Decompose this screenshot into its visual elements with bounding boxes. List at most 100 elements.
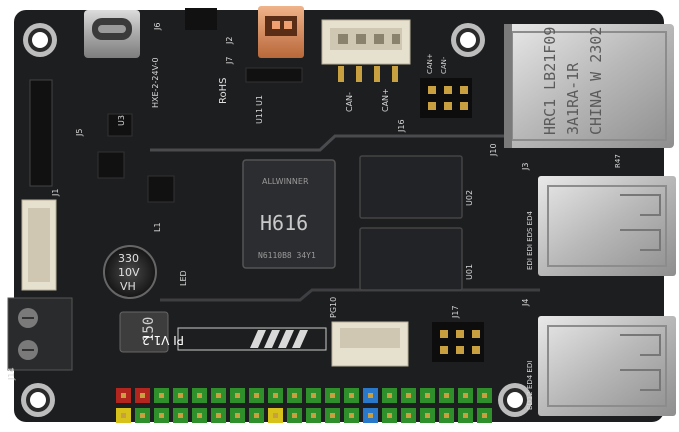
microsd-slot xyxy=(29,79,53,187)
inductor xyxy=(119,311,169,353)
gpio-pin-tip xyxy=(121,393,126,398)
gpio-pin-tip xyxy=(292,393,297,398)
silk-j5: J5 xyxy=(75,129,84,137)
gpio-pin-tip xyxy=(425,393,430,398)
gpio-pin-tip xyxy=(406,393,411,398)
gpio-pin-tip xyxy=(330,413,335,418)
soc-code: N6110B8 34Y1 xyxy=(258,251,316,260)
jst-connector-bottom xyxy=(331,321,409,367)
ic-left-3 xyxy=(107,113,133,137)
gpio-pin-tip xyxy=(159,413,164,418)
gpio-pin-tip xyxy=(482,413,487,418)
gpio-pin-tip xyxy=(444,413,449,418)
cap-line-1: 330 xyxy=(118,252,139,265)
gpio-pin-tip xyxy=(292,413,297,418)
mounting-hole-bl xyxy=(21,383,55,417)
jst-connector-left xyxy=(21,199,57,291)
mounting-hole-tl xyxy=(23,23,57,57)
gpio-pin-tip xyxy=(140,393,145,398)
silk-can-l: CAN- xyxy=(345,92,354,112)
silk-can-l-top: CAN- xyxy=(440,56,448,74)
mounting-hole-tr xyxy=(451,23,485,57)
silk-j16: J16 xyxy=(397,119,406,133)
silk-u02: U02 xyxy=(465,190,474,206)
gpio-pin-tip xyxy=(216,413,221,418)
gpio-pin-tip xyxy=(406,413,411,418)
dram-chip-2 xyxy=(359,227,463,291)
ethernet-line-1: HRC1 LB21F09 xyxy=(541,27,559,135)
gpio-pin-tip xyxy=(311,393,316,398)
gpio-pin-tip xyxy=(387,393,392,398)
silk-fw: HXE-2-24V-0 xyxy=(151,57,160,108)
silk-j6: J6 xyxy=(153,23,162,31)
pcb xyxy=(14,10,664,422)
gpio-pin-tip xyxy=(197,413,202,418)
gpio-pin-tip xyxy=(235,393,240,398)
header-j16 xyxy=(420,78,472,118)
ethernet-jack xyxy=(504,24,674,148)
gpio-pin-tip xyxy=(311,413,316,418)
ethernet-line-2: 3A1RA-1R xyxy=(564,62,582,135)
silk-j2: J2 xyxy=(225,37,234,45)
silk-can-h: CAN+ xyxy=(381,88,390,112)
cap-line-2: 10V xyxy=(118,266,140,279)
silk-rohs: RoHS xyxy=(218,78,229,104)
silk-u1: U1 xyxy=(255,95,264,106)
decor-stripe xyxy=(150,134,540,152)
silk-r47: R47 xyxy=(614,154,622,168)
gpio-pin-tip xyxy=(254,393,259,398)
gpio-pin-tip xyxy=(368,393,373,398)
gpio-pin-tip xyxy=(463,393,468,398)
gpio-pin-tip xyxy=(178,413,183,418)
mounting-hole-br xyxy=(498,383,532,417)
dram-chip-1 xyxy=(359,155,463,219)
gpio-pin-tip xyxy=(273,393,278,398)
soc-brand: ALLWINNER xyxy=(262,177,309,186)
silk-j7: J7 xyxy=(225,57,234,65)
gpio-header xyxy=(116,388,492,423)
version-text: PI V1.2 xyxy=(142,333,184,347)
gpio-pin-tip xyxy=(349,413,354,418)
can-connector xyxy=(321,19,411,65)
silk-usb2-labels: ED12 ED4 EDI xyxy=(526,361,534,410)
gpio-pin-tip xyxy=(121,413,126,418)
power-terminal xyxy=(7,297,73,371)
ic-left-1 xyxy=(97,151,125,179)
electrolytic-capacitor xyxy=(103,245,157,299)
version-badge xyxy=(177,327,327,351)
gpio-pin-tip xyxy=(463,413,468,418)
ic-left-2 xyxy=(147,175,175,203)
gpio-pin-tip xyxy=(444,393,449,398)
gpio-pin-tip xyxy=(197,393,202,398)
usb-a-port-top xyxy=(538,176,676,276)
silk-j3: J3 xyxy=(521,163,530,171)
soc-model: H616 xyxy=(260,211,308,235)
usb-a-port-bottom xyxy=(538,316,676,416)
silk-j10: J10 xyxy=(489,143,498,157)
silk-usb-labels: EDI EDI EDS ED4 xyxy=(526,211,534,270)
silk-u11: U11 xyxy=(255,108,264,124)
inductor-value: 150 xyxy=(141,317,157,342)
gpio-pin-tip xyxy=(387,413,392,418)
ic-top xyxy=(245,67,303,83)
soc-chip xyxy=(242,159,336,269)
gpio-pin-tip xyxy=(368,413,373,418)
usb-c-port xyxy=(84,10,140,58)
gpio-pin-tip xyxy=(140,413,145,418)
ethernet-line-3: CHINA W 2302 xyxy=(587,27,605,135)
gpio-pin-tip xyxy=(273,413,278,418)
silk-j14: J14 xyxy=(7,367,16,381)
gpio-pin-tip xyxy=(216,393,221,398)
usb-port-copper xyxy=(258,6,304,58)
silk-can-h-top: CAN+ xyxy=(426,53,434,74)
silk-u01: U01 xyxy=(465,264,474,280)
gpio-pin-tip xyxy=(482,393,487,398)
tact-switch xyxy=(185,8,217,30)
gpio-pin-tip xyxy=(159,393,164,398)
silk-l1: L1 xyxy=(153,222,162,232)
silk-u3: U3 xyxy=(117,115,126,126)
gpio-pin-tip xyxy=(254,413,259,418)
silk-pg10: PG10 xyxy=(329,297,338,318)
gpio-pin-tip xyxy=(349,393,354,398)
